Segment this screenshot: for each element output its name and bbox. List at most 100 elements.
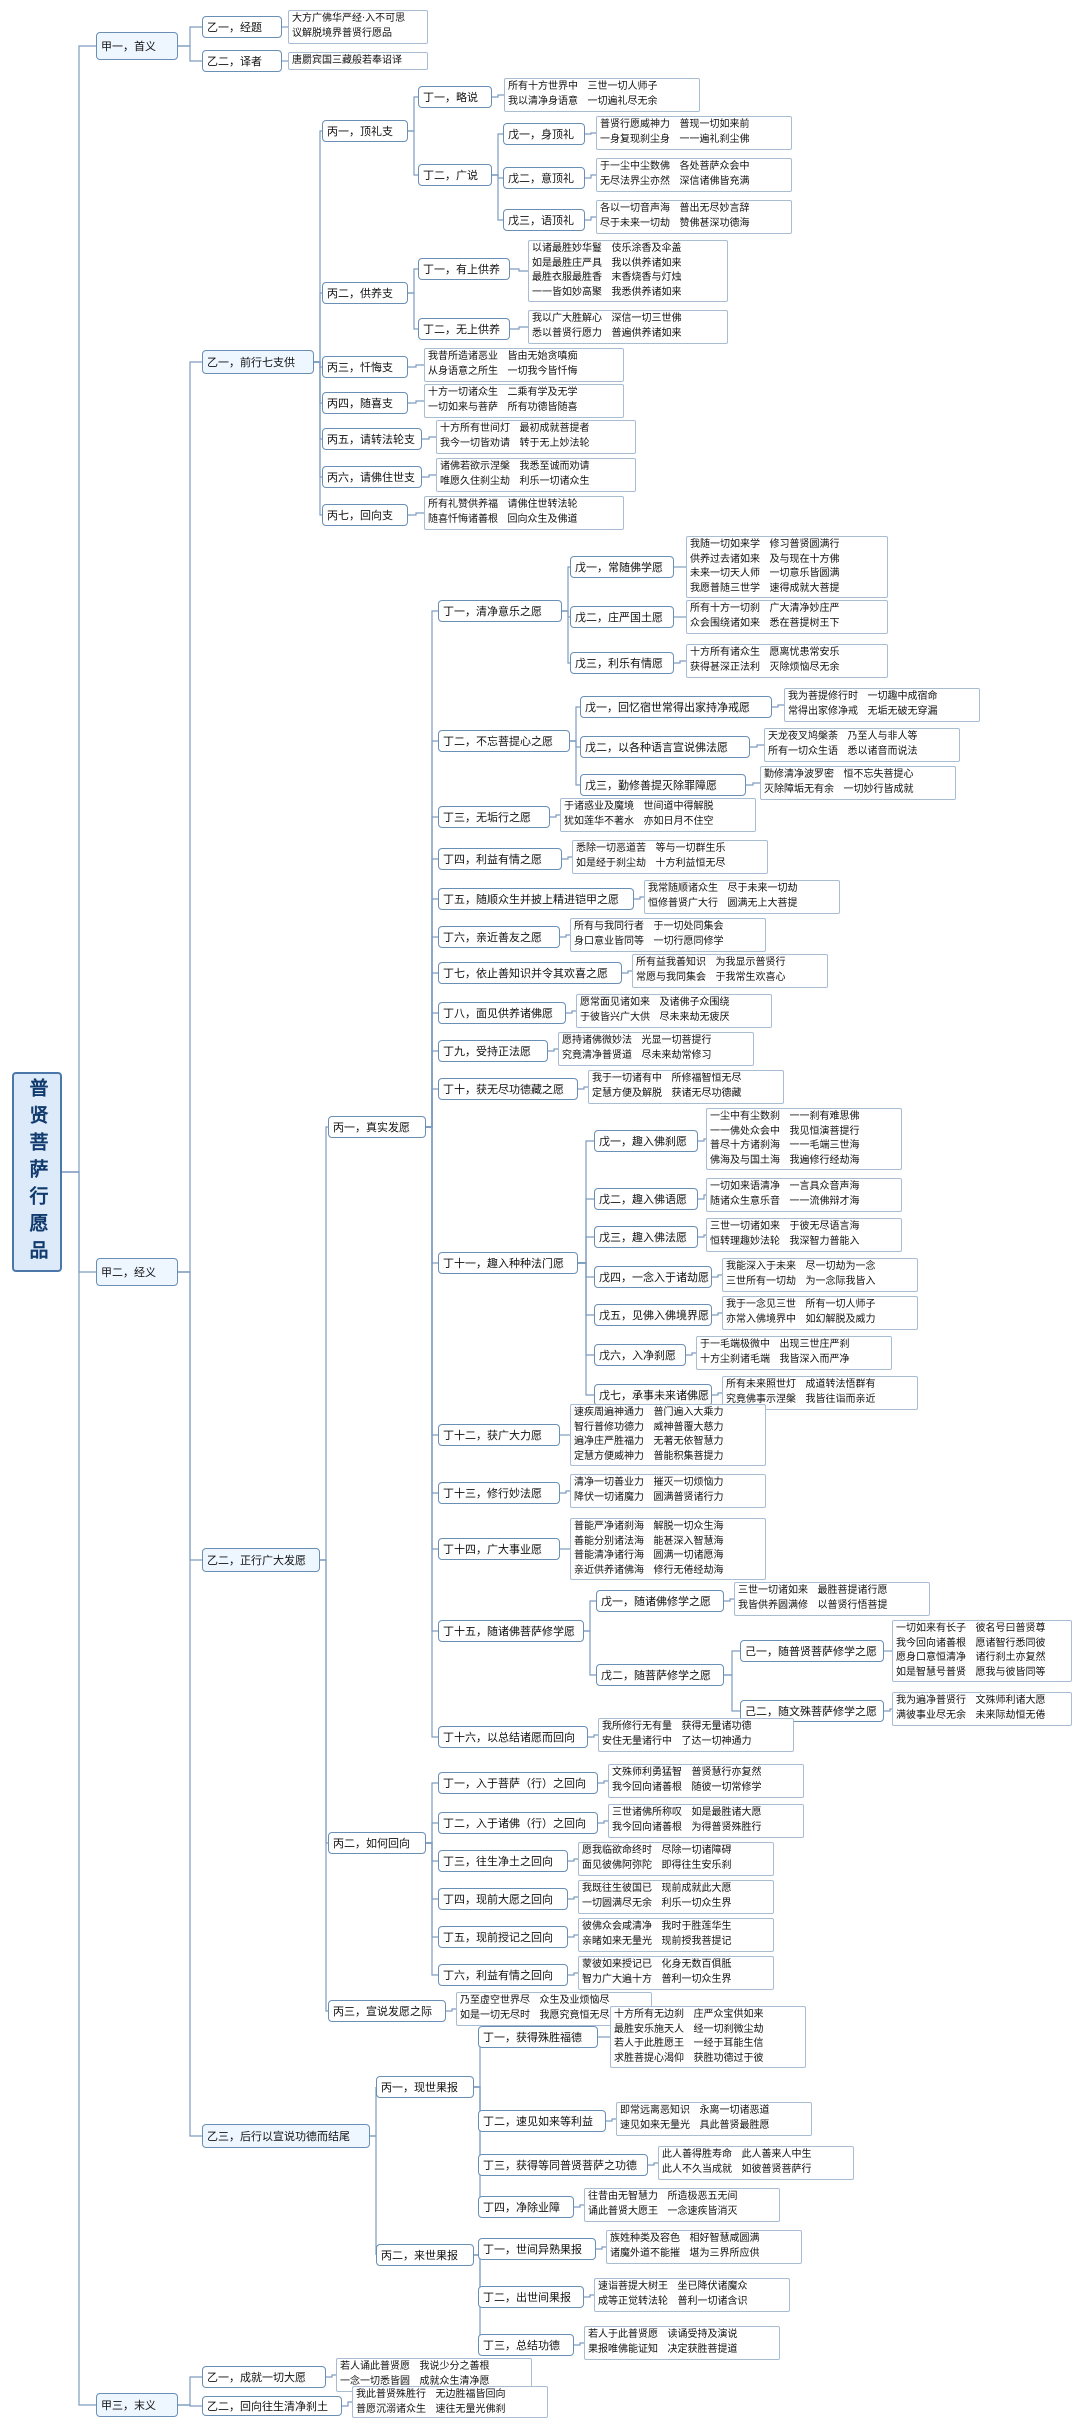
verse-box-l_x1[interactable]: 我随一切如来学 修习普贤圆满行 供养过去诸如来 及与现在十方佛 未来一切天人师 … [686, 536, 888, 598]
topic-node-x12[interactable]: 戊六，入净刹愿 [594, 1344, 686, 1366]
topic-node-x14[interactable]: 戊一，随诸佛修学之愿 [596, 1590, 724, 1612]
verse-box-l_s5[interactable]: 彼佛众会咸清净 我时于胜莲华生 亲睹如来无量光 现前授我菩提记 [578, 1918, 774, 1952]
topic-node-t11[interactable]: 丁一，略说 [418, 86, 492, 108]
verse-box-l_g6[interactable]: 速诣菩提大树王 坐已降伏诸魔众 成等正觉转法轮 普利一切诸含识 [594, 2278, 790, 2312]
verse-box-l_g1[interactable]: 十方所有无边刹 庄严众宝供如来 最胜安乐施天人 经一切刹微尘劫 若人于此胜愿王 … [610, 2006, 806, 2068]
topic-node-w1[interactable]: 戊一，身顶礼 [503, 123, 585, 145]
topic-node-b7[interactable]: 丙七，回向支 [322, 504, 408, 526]
verse-box-l_g2[interactable]: 即常远离恶知识 永离一切诸恶道 速见如来无量光 具此普贤最胜愿 [616, 2102, 812, 2136]
topic-node-u4[interactable]: 丁四，利益有情之愿 [438, 848, 562, 870]
topic-node-x7[interactable]: 戊一，趣入佛刹愿 [594, 1130, 698, 1152]
verse-box-l_t22[interactable]: 我以广大胜解心 深信一切三世佛 悉以普贤行愿力 普遍供养诸如来 [528, 310, 728, 344]
topic-node-y21[interactable]: 乙一，前行七支供 [202, 350, 314, 374]
topic-node-u3[interactable]: 丁三，无垢行之愿 [438, 806, 550, 828]
verse-box-l_u16[interactable]: 我所修行无有量 获得无量诸功德 安住无量诸行中 了达一切神通力 [598, 1718, 794, 1752]
topic-node-x8[interactable]: 戊二，趣入佛语愿 [594, 1188, 698, 1210]
topic-node-x15[interactable]: 戊二，随菩萨修学之愿 [596, 1664, 724, 1686]
topic-node-s2[interactable]: 丁二，入于诸佛（行）之回向 [438, 1812, 598, 1834]
verse-box-l_y12[interactable]: 唐罽宾国三藏般若奉诏译 [288, 52, 428, 70]
topic-node-b1[interactable]: 丙一，顶礼支 [322, 120, 408, 142]
verse-box-l_u8[interactable]: 愿常面见诸如来 及诸佛子众围绕 于彼皆兴广大供 尽未来劫无疲厌 [576, 994, 772, 1028]
verse-box-l_z1[interactable]: 一切如来有长子 彼名号曰普贤尊 我今回向诸善根 愿诸智行悉同彼 愿身口意恒清净 … [892, 1620, 1072, 1682]
topic-node-g6[interactable]: 丁二，出世间果报 [478, 2286, 584, 2308]
verse-box-l_u6[interactable]: 所有与我同行者 于一切处同集会 身口意业皆同等 一切行愿同修学 [570, 918, 766, 952]
verse-box-l_x9[interactable]: 三世一切诸如来 于彼无尽语言海 恒转理趣妙法轮 我深智力普能入 [706, 1218, 902, 1252]
topic-node-u10[interactable]: 丁十，获无尽功德藏之愿 [438, 1078, 578, 1100]
topic-node-u14[interactable]: 丁十四，广大事业愿 [438, 1538, 560, 1560]
verse-box-l_u9[interactable]: 愿持诸佛微妙法 光显一切菩提行 究竟清净普贤道 尽未来劫常修习 [558, 1032, 754, 1066]
topic-node-w3[interactable]: 戊三，语顶礼 [503, 209, 585, 231]
verse-box-l_u12[interactable]: 速疾周遍神通力 普门遍入大乘力 智行普修功德力 威神普覆大慈力 遍净庄严胜福力 … [570, 1404, 766, 1466]
verse-box-l_t21[interactable]: 以诸最胜妙华鬘 伎乐涂香及伞盖 如是最胜庄严具 我以供养诸如来 最胜衣服最胜香 … [528, 240, 728, 302]
verse-box-l_y11[interactable]: 大方广佛华严经·入不可思 议解脱境界普贤行愿品 [288, 10, 428, 44]
topic-node-b2[interactable]: 丙二，供养支 [322, 282, 408, 304]
topic-node-b6[interactable]: 丙六，请佛住世支 [322, 466, 422, 488]
topic-node-s1[interactable]: 丁一，入于菩萨（行）之回向 [438, 1772, 598, 1794]
topic-node-u7[interactable]: 丁七，依止善知识并令其欢喜之愿 [438, 962, 622, 984]
topic-node-x10[interactable]: 戊四，一念入于诸劫愿 [594, 1266, 712, 1288]
topic-node-u8[interactable]: 丁八，面见供养诸佛愿 [438, 1002, 566, 1024]
topic-node-y31[interactable]: 乙一，成就一切大愿 [202, 2366, 326, 2388]
topic-node-c2[interactable]: 丙二，如何回向 [328, 1832, 426, 1854]
verse-box-l_x8[interactable]: 一切如来语清净 一言具众音声海 随诸众生意乐音 一一流佛辩才海 [706, 1178, 902, 1212]
verse-box-l_x7[interactable]: 一尘中有尘数刹 一一刹有难思佛 一一佛处众会中 我见恒演菩提行 普尽十方诸刹海 … [706, 1108, 902, 1170]
verse-box-l_t11[interactable]: 所有十方世界中 三世一切人师子 我以清净身语意 一切遍礼尽无余 [504, 78, 700, 112]
topic-node-g3[interactable]: 丁三，获得等同普贤菩萨之功德 [478, 2154, 648, 2176]
topic-node-z1[interactable]: 己一，随普贤菩萨修学之愿 [740, 1640, 884, 1662]
verse-box-l_x14[interactable]: 三世一切诸如来 最胜菩提诸行愿 我皆供养圆满修 以普贤行悟菩提 [734, 1582, 930, 1616]
verse-box-l_g3[interactable]: 此人善得胜寿命 此人善来人中生 此人不久当成就 如彼普贤菩萨行 [658, 2146, 854, 2180]
topic-node-u1[interactable]: 丁一，清净意乐之愿 [438, 600, 562, 622]
topic-node-j2[interactable]: 甲二，经义 [96, 1258, 178, 1286]
verse-box-l_b7[interactable]: 所有礼赞供养福 请佛住世转法轮 随喜忏悔诸善根 回向众生及佛道 [424, 496, 624, 530]
topic-node-g5[interactable]: 丁一，世间异熟果报 [478, 2238, 596, 2260]
topic-node-u16[interactable]: 丁十六，以总结诸愿而回向 [438, 1726, 588, 1748]
verse-box-l_u7[interactable]: 所有益我善知识 为我显示普贤行 常愿与我同集会 于我常生欢喜心 [632, 954, 828, 988]
verse-box-l_s2[interactable]: 三世诸佛所称叹 如是最胜诸大愿 我今回向诸善根 为得普贤殊胜行 [608, 1804, 804, 1838]
topic-node-x1[interactable]: 戊一，常随佛学愿 [570, 556, 674, 578]
verse-box-l_x10[interactable]: 我能深入于未来 尽一切劫为一念 三世所有一切劫 为一念际我皆入 [722, 1258, 918, 1292]
verse-box-l_b6[interactable]: 诸佛若欲示涅槃 我悉至诚而劝请 唯愿久住刹尘劫 利乐一切诸众生 [436, 458, 636, 492]
topic-node-t12[interactable]: 丁二，广说 [418, 164, 492, 186]
topic-node-x2[interactable]: 戊二，庄严国土愿 [570, 606, 674, 628]
verse-box-l_b4[interactable]: 十方一切诸众生 二乘有学及无学 一切如来与菩萨 所有功德皆随喜 [424, 384, 624, 418]
topic-node-y12[interactable]: 乙二，译者 [202, 50, 282, 72]
topic-node-g2[interactable]: 丁二，速见如来等利益 [478, 2110, 606, 2132]
topic-node-y23[interactable]: 乙三，后行以宣说功德而结尾 [202, 2124, 370, 2148]
topic-node-u11[interactable]: 丁十一，趣入种种法门愿 [438, 1252, 578, 1274]
topic-node-u9[interactable]: 丁九，受持正法愿 [438, 1040, 548, 1062]
verse-box-l_u5[interactable]: 我常随顺诸众生 尽于未来一切劫 恒修普贤广大行 圆满无上大菩提 [644, 880, 840, 914]
topic-node-y11[interactable]: 乙一，经题 [202, 16, 282, 38]
topic-node-x5[interactable]: 戊二，以各种语言宣说佛法愿 [580, 736, 750, 758]
topic-node-g4[interactable]: 丁四，净除业障 [478, 2196, 574, 2218]
verse-box-l_b3[interactable]: 我昔所造诸恶业 皆由无始贪嗔痴 从身语意之所生 一切我今皆忏悔 [424, 348, 624, 382]
topic-node-s6[interactable]: 丁六，利益有情之回向 [438, 1964, 568, 1986]
topic-node-d1[interactable]: 丙一，现世果报 [376, 2076, 474, 2098]
verse-box-l_x4[interactable]: 我为菩提修行时 一切趣中成宿命 常得出家修净戒 无垢无破无穿漏 [784, 688, 980, 722]
verse-box-l_w1[interactable]: 普贤行愿威神力 普现一切如来前 一身复现刹尘身 一一遍礼刹尘佛 [596, 116, 792, 150]
verse-box-l_s6[interactable]: 蒙彼如来授记已 化身无数百俱胝 智力广大遍十方 普利一切众生界 [578, 1956, 774, 1990]
topic-node-x6[interactable]: 戊三，勤修善提灭除罪障愿 [580, 774, 746, 796]
topic-node-g1[interactable]: 丁一，获得殊胜福德 [478, 2026, 598, 2048]
verse-box-l_z2[interactable]: 我为遍净普贤行 文殊师利诸大愿 满彼事业尽无余 未来际劫恒无倦 [892, 1692, 1072, 1726]
verse-box-l_s4[interactable]: 我既往生彼国已 现前成就此大愿 一切圆满尽无余 利乐一切众生界 [578, 1880, 774, 1914]
verse-box-l_s3[interactable]: 愿我临欲命终时 尽除一切诸障碍 面见彼佛阿弥陀 即得往生安乐刹 [578, 1842, 774, 1876]
verse-box-l_u3[interactable]: 于诸惑业及魔境 世间道中得解脱 犹如莲华不著水 亦如日月不住空 [560, 798, 756, 832]
verse-box-l_w3[interactable]: 各以一切音声海 普出无尽妙言辞 尽于未来一切劫 赞佛甚深功德海 [596, 200, 792, 234]
topic-node-d2[interactable]: 丙二，来世果报 [376, 2244, 474, 2266]
topic-node-u5[interactable]: 丁五，随顺众生并披上精进铠甲之愿 [438, 888, 634, 910]
verse-box-l_g4[interactable]: 往昔由无智慧力 所造极恶五无间 诵此普贤大愿王 一念速疾皆消灭 [584, 2188, 780, 2222]
verse-box-l_y32[interactable]: 我此普贤殊胜行 无边胜福皆回向 普愿沉溺诸众生 速往无量光佛刹 [352, 2386, 548, 2418]
topic-node-s5[interactable]: 丁五，现前授记之回向 [438, 1926, 568, 1948]
root-title[interactable]: 普贤菩萨行愿品 [12, 1072, 62, 1272]
topic-node-u2[interactable]: 丁二，不忘菩提心之愿 [438, 730, 570, 752]
topic-node-j1[interactable]: 甲一，首义 [96, 32, 178, 60]
verse-box-l_x11[interactable]: 我于一念见三世 所有一切人师子 亦常入佛境界中 如幻解脱及威力 [722, 1296, 918, 1330]
topic-node-b5[interactable]: 丙五，请转法轮支 [322, 428, 422, 450]
verse-box-l_g5[interactable]: 族姓种类及容色 相好智慧咸圆满 诸魔外道不能摧 堪为三界所应供 [606, 2230, 802, 2264]
topic-node-u6[interactable]: 丁六，亲近善友之愿 [438, 926, 560, 948]
topic-node-y32[interactable]: 乙二，回向往生清净刹土 [202, 2396, 342, 2416]
topic-node-w2[interactable]: 戊二，意顶礼 [503, 167, 585, 189]
verse-box-l_w2[interactable]: 于一尘中尘数佛 各处菩萨众会中 无尽法界尘亦然 深信诸佛皆充满 [596, 158, 792, 192]
topic-node-t22[interactable]: 丁二，无上供养 [418, 318, 510, 340]
topic-node-b3[interactable]: 丙三，忏悔支 [322, 356, 408, 378]
